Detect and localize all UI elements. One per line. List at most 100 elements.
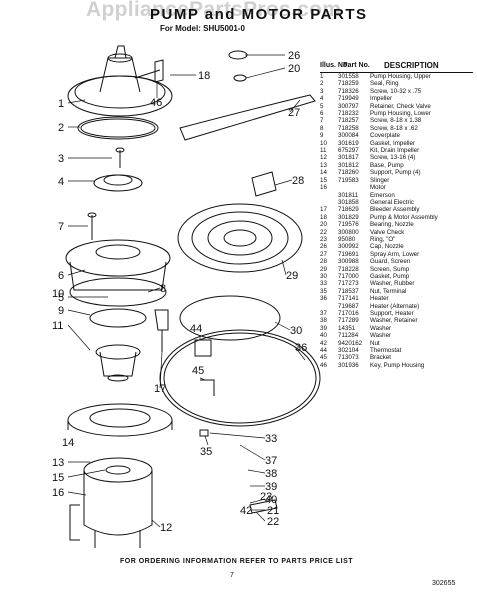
part-no-cell: 717016 [338, 310, 359, 317]
description-cell: Support, Heater [370, 310, 414, 317]
part-no-cell: 14351 [338, 324, 356, 332]
illus-no-cell: 27 [320, 250, 327, 258]
illus-no-cell: 2 [320, 80, 324, 88]
page-title: PUMP and MOTOR PARTS [150, 6, 368, 23]
table-row: 27 719691 Spray Arm, Lower [320, 251, 475, 258]
description-cell: Screw, 8-18 x 1.38 [370, 117, 422, 125]
leader-lines [67, 54, 306, 528]
callout-45: 45 [192, 365, 204, 377]
thermostat [194, 339, 212, 357]
screw-7 [87, 212, 97, 240]
description-cell: Spray Arm, Lower [370, 250, 420, 258]
illus-no-cell: 26 [320, 243, 327, 251]
description-cell: Washer [370, 324, 392, 332]
part-no-cell: 718228 [338, 265, 359, 273]
part-no-cell: 717141 [338, 295, 359, 303]
part-no-cell: 719691 [338, 250, 359, 258]
header-illus-no: Illus. No. [320, 62, 350, 69]
part-no-cell: 713073 [338, 354, 359, 362]
part-no-cell: 718629 [338, 206, 359, 214]
description-cell: Support, Pump (4) [370, 169, 421, 177]
illus-no-cell: 29 [320, 265, 327, 273]
description-cell: Heater (Alternate) [370, 302, 420, 310]
description-cell: Coverplate [370, 132, 400, 140]
callout-15: 15 [52, 472, 64, 484]
callout-42: 42 [240, 505, 252, 517]
bleeder-assembly [154, 309, 169, 352]
callout-11: 11 [52, 320, 63, 332]
header-description: DESCRIPTION [384, 61, 439, 70]
part-no-cell: 300797 [338, 102, 359, 110]
description-cell: Pump & Motor Assembly [370, 213, 438, 221]
callout-33: 33 [265, 433, 277, 445]
description-cell: Pump Housing, Upper [370, 73, 431, 80]
description-cell: Motor [370, 184, 386, 192]
illus-no-cell: 38 [320, 317, 327, 325]
description-cell: Screw, 10-32 x .75 [370, 87, 422, 95]
illus-no-cell: 17 [320, 206, 327, 214]
part-no-cell: 718260 [338, 169, 359, 177]
illus-no-cell: 42 [320, 339, 327, 347]
part-no-cell: 301936 [338, 361, 359, 369]
description-cell: Screw, 13-16 (4) [370, 154, 416, 162]
callout-21: 21 [267, 505, 279, 517]
callout-46: 46 [150, 97, 162, 109]
callout-18: 18 [198, 70, 210, 82]
description-cell: General Electric [370, 198, 415, 206]
description-cell: Nut, Terminal [370, 287, 407, 295]
description-cell: Kit, Drain Impeller [370, 147, 420, 155]
illus-no-cell: 8 [320, 124, 324, 132]
callout-22: 22 [267, 516, 279, 528]
description-cell: Valve Check [370, 228, 405, 236]
lower-spray-arm [179, 94, 316, 141]
screen-guard [251, 171, 277, 197]
description-cell: Thermostat [370, 347, 402, 355]
motor [69, 457, 153, 548]
callout-13: 13 [52, 457, 64, 469]
description-cell: Impeller [370, 95, 393, 103]
callout-5: 5 [58, 292, 64, 304]
illus-no-cell: 37 [320, 310, 327, 317]
description-cell: Heater [370, 295, 389, 303]
impeller [93, 174, 143, 192]
callout-35: 35 [200, 446, 212, 458]
illus-no-cell: 9 [320, 132, 324, 140]
description-cell: Retainer, Check Valve [370, 102, 431, 110]
callout-30: 30 [290, 325, 302, 337]
part-no-cell: 718258 [338, 124, 359, 132]
callout-23: 23 [260, 491, 272, 503]
pump-housing-key [154, 59, 164, 83]
illus-no-cell: 36 [320, 295, 327, 303]
part-no-cell: 301811 [338, 191, 359, 199]
callout-40: 40 [265, 494, 277, 506]
part-no-cell: 301829 [338, 213, 359, 221]
part-no-cell: 718326 [338, 87, 359, 95]
description-cell: Pump Housing, Lower [370, 110, 431, 118]
illus-no-cell: 40 [320, 332, 327, 340]
illus-no-cell: 5 [320, 102, 324, 110]
description-cell: Washer [370, 332, 392, 340]
illus-no-cell: 10 [320, 139, 327, 147]
part-no-cell: 302104 [338, 347, 359, 355]
callout-16: 16 [52, 487, 64, 499]
callout-44: 44 [190, 323, 202, 335]
illus-no-cell: 12 [320, 154, 327, 162]
callout-12: 12 [160, 522, 172, 534]
callout-36: 36 [295, 342, 307, 354]
illus-no-cell: 30 [320, 272, 327, 280]
description-cell: Key, Pump Housing [370, 361, 425, 369]
illus-no-cell: 4 [320, 95, 324, 103]
part-no-cell: 675297 [338, 147, 359, 155]
description-cell: Nut [370, 339, 380, 347]
